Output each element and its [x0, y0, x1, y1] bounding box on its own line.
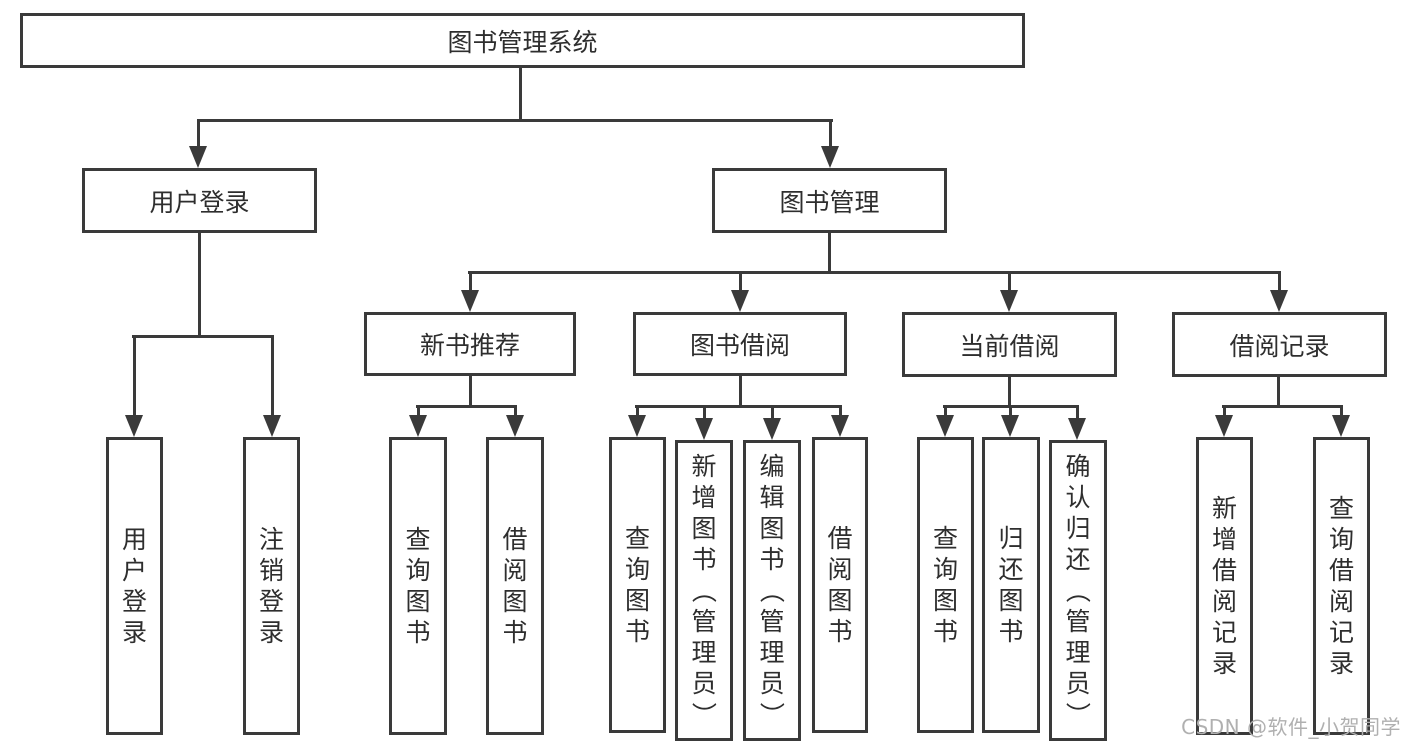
connector-line — [197, 119, 833, 122]
connector-arrow-shaft — [738, 272, 742, 290]
connector-arrow-shaft — [270, 336, 274, 415]
node-label: 确认归还（管理员） — [1063, 452, 1093, 728]
connector-arrow-shaft — [416, 406, 420, 415]
connector-arrow-shaft — [943, 406, 947, 415]
node-book-borrow: 图书借阅 — [633, 312, 847, 376]
node-label: 注销登录 — [258, 525, 284, 647]
arrow-down-icon — [189, 146, 207, 168]
node-book-mgmt-group: 图书管理 — [712, 168, 947, 233]
node-newrec-query-book: 查询图书 — [389, 437, 447, 735]
node-current-borrow: 当前借阅 — [902, 312, 1117, 377]
node-new-book-rec: 新书推荐 — [364, 312, 576, 376]
arrow-down-icon — [506, 415, 524, 437]
node-label: 借阅记录 — [1229, 331, 1330, 361]
connector-line — [739, 375, 742, 407]
connector-line — [1008, 376, 1011, 407]
connector-line — [635, 405, 842, 408]
node-user-login-leaf: 用户登录 — [106, 437, 163, 735]
node-label: 新增图书（管理员） — [689, 452, 719, 728]
connector-line — [1277, 376, 1280, 407]
arrow-down-icon — [1001, 415, 1019, 437]
node-borrow-borrow-book: 借阅图书 — [812, 437, 868, 733]
arrow-down-icon — [1000, 290, 1018, 312]
connector-line — [468, 271, 1281, 274]
node-label: 归还图书 — [998, 524, 1024, 646]
connector-arrow-shaft — [838, 406, 842, 415]
connector-arrow-shaft — [513, 406, 517, 415]
node-label: 新增借阅记录 — [1211, 494, 1237, 678]
connector-line — [828, 233, 831, 273]
arrow-down-icon — [1332, 415, 1350, 437]
connector-arrow-shaft — [770, 406, 774, 418]
node-label: 编辑图书（管理员） — [757, 452, 787, 728]
node-label: 新书推荐 — [419, 331, 520, 360]
connector-line — [198, 233, 201, 337]
arrow-down-icon — [763, 418, 781, 440]
connector-arrow-shaft — [1222, 406, 1226, 415]
node-logout-leaf: 注销登录 — [243, 437, 300, 735]
node-root: 图书管理系统 — [20, 13, 1025, 68]
node-label: 用户登录 — [149, 187, 250, 217]
arrow-down-icon — [125, 415, 143, 437]
node-current-confirm-return-admin: 确认归还（管理员） — [1049, 440, 1107, 741]
connector-arrow-shaft — [132, 336, 136, 415]
arrow-down-icon — [628, 415, 646, 437]
node-label: 查询图书 — [624, 524, 650, 646]
connector-arrow-shaft — [1277, 272, 1281, 290]
watermark: CSDN @软件_小贺同学 — [1181, 715, 1401, 739]
node-label: 查询借阅记录 — [1328, 494, 1354, 678]
arrow-down-icon — [1068, 418, 1086, 440]
node-label: 图书管理 — [779, 187, 880, 217]
node-user-login-group: 用户登录 — [82, 168, 317, 233]
arrow-down-icon — [263, 415, 281, 437]
arrow-down-icon — [409, 415, 427, 437]
connector-arrow-shaft — [1339, 406, 1343, 415]
arrow-down-icon — [1270, 290, 1288, 312]
node-label: 图书借阅 — [689, 331, 790, 360]
node-current-query-book: 查询图书 — [917, 437, 974, 733]
connector-arrow-shaft — [468, 272, 472, 290]
arrow-down-icon — [936, 415, 954, 437]
arrow-down-icon — [461, 290, 479, 312]
connector-arrow-shaft — [828, 120, 832, 146]
node-borrow-query-book: 查询图书 — [609, 437, 666, 733]
arrow-down-icon — [695, 418, 713, 440]
arrow-down-icon — [831, 415, 849, 437]
node-label: 借阅图书 — [502, 525, 528, 647]
arrow-down-icon — [821, 146, 839, 168]
arrow-down-icon — [731, 290, 749, 312]
node-newrec-borrow-book: 借阅图书 — [486, 437, 544, 735]
connector-line — [469, 375, 472, 407]
node-records-query-record: 查询借阅记录 — [1313, 437, 1370, 735]
node-label: 用户登录 — [121, 525, 147, 647]
connector-arrow-shaft — [702, 406, 706, 418]
node-label: 借阅图书 — [827, 524, 853, 646]
connector-line — [519, 67, 522, 121]
node-label: 当前借阅 — [959, 331, 1060, 361]
connector-arrow-shaft — [196, 120, 200, 146]
connector-arrow-shaft — [635, 406, 639, 415]
node-records-add-record: 新增借阅记录 — [1196, 437, 1253, 735]
connector-arrow-shaft — [1075, 406, 1079, 418]
connector-arrow-shaft — [1007, 272, 1011, 290]
arrow-down-icon — [1215, 415, 1233, 437]
connector-line — [416, 405, 517, 408]
node-label: 查询图书 — [405, 525, 431, 647]
node-borrow-records: 借阅记录 — [1172, 312, 1387, 377]
node-current-return-book: 归还图书 — [982, 437, 1040, 733]
connector-arrow-shaft — [1008, 406, 1012, 415]
node-label: 查询图书 — [932, 524, 958, 646]
node-label: 图书管理系统 — [447, 27, 598, 57]
node-borrow-add-book-admin: 新增图书（管理员） — [675, 440, 733, 741]
connector-line — [132, 335, 274, 338]
node-borrow-edit-book-admin: 编辑图书（管理员） — [743, 440, 801, 741]
connector-line — [1222, 405, 1343, 408]
